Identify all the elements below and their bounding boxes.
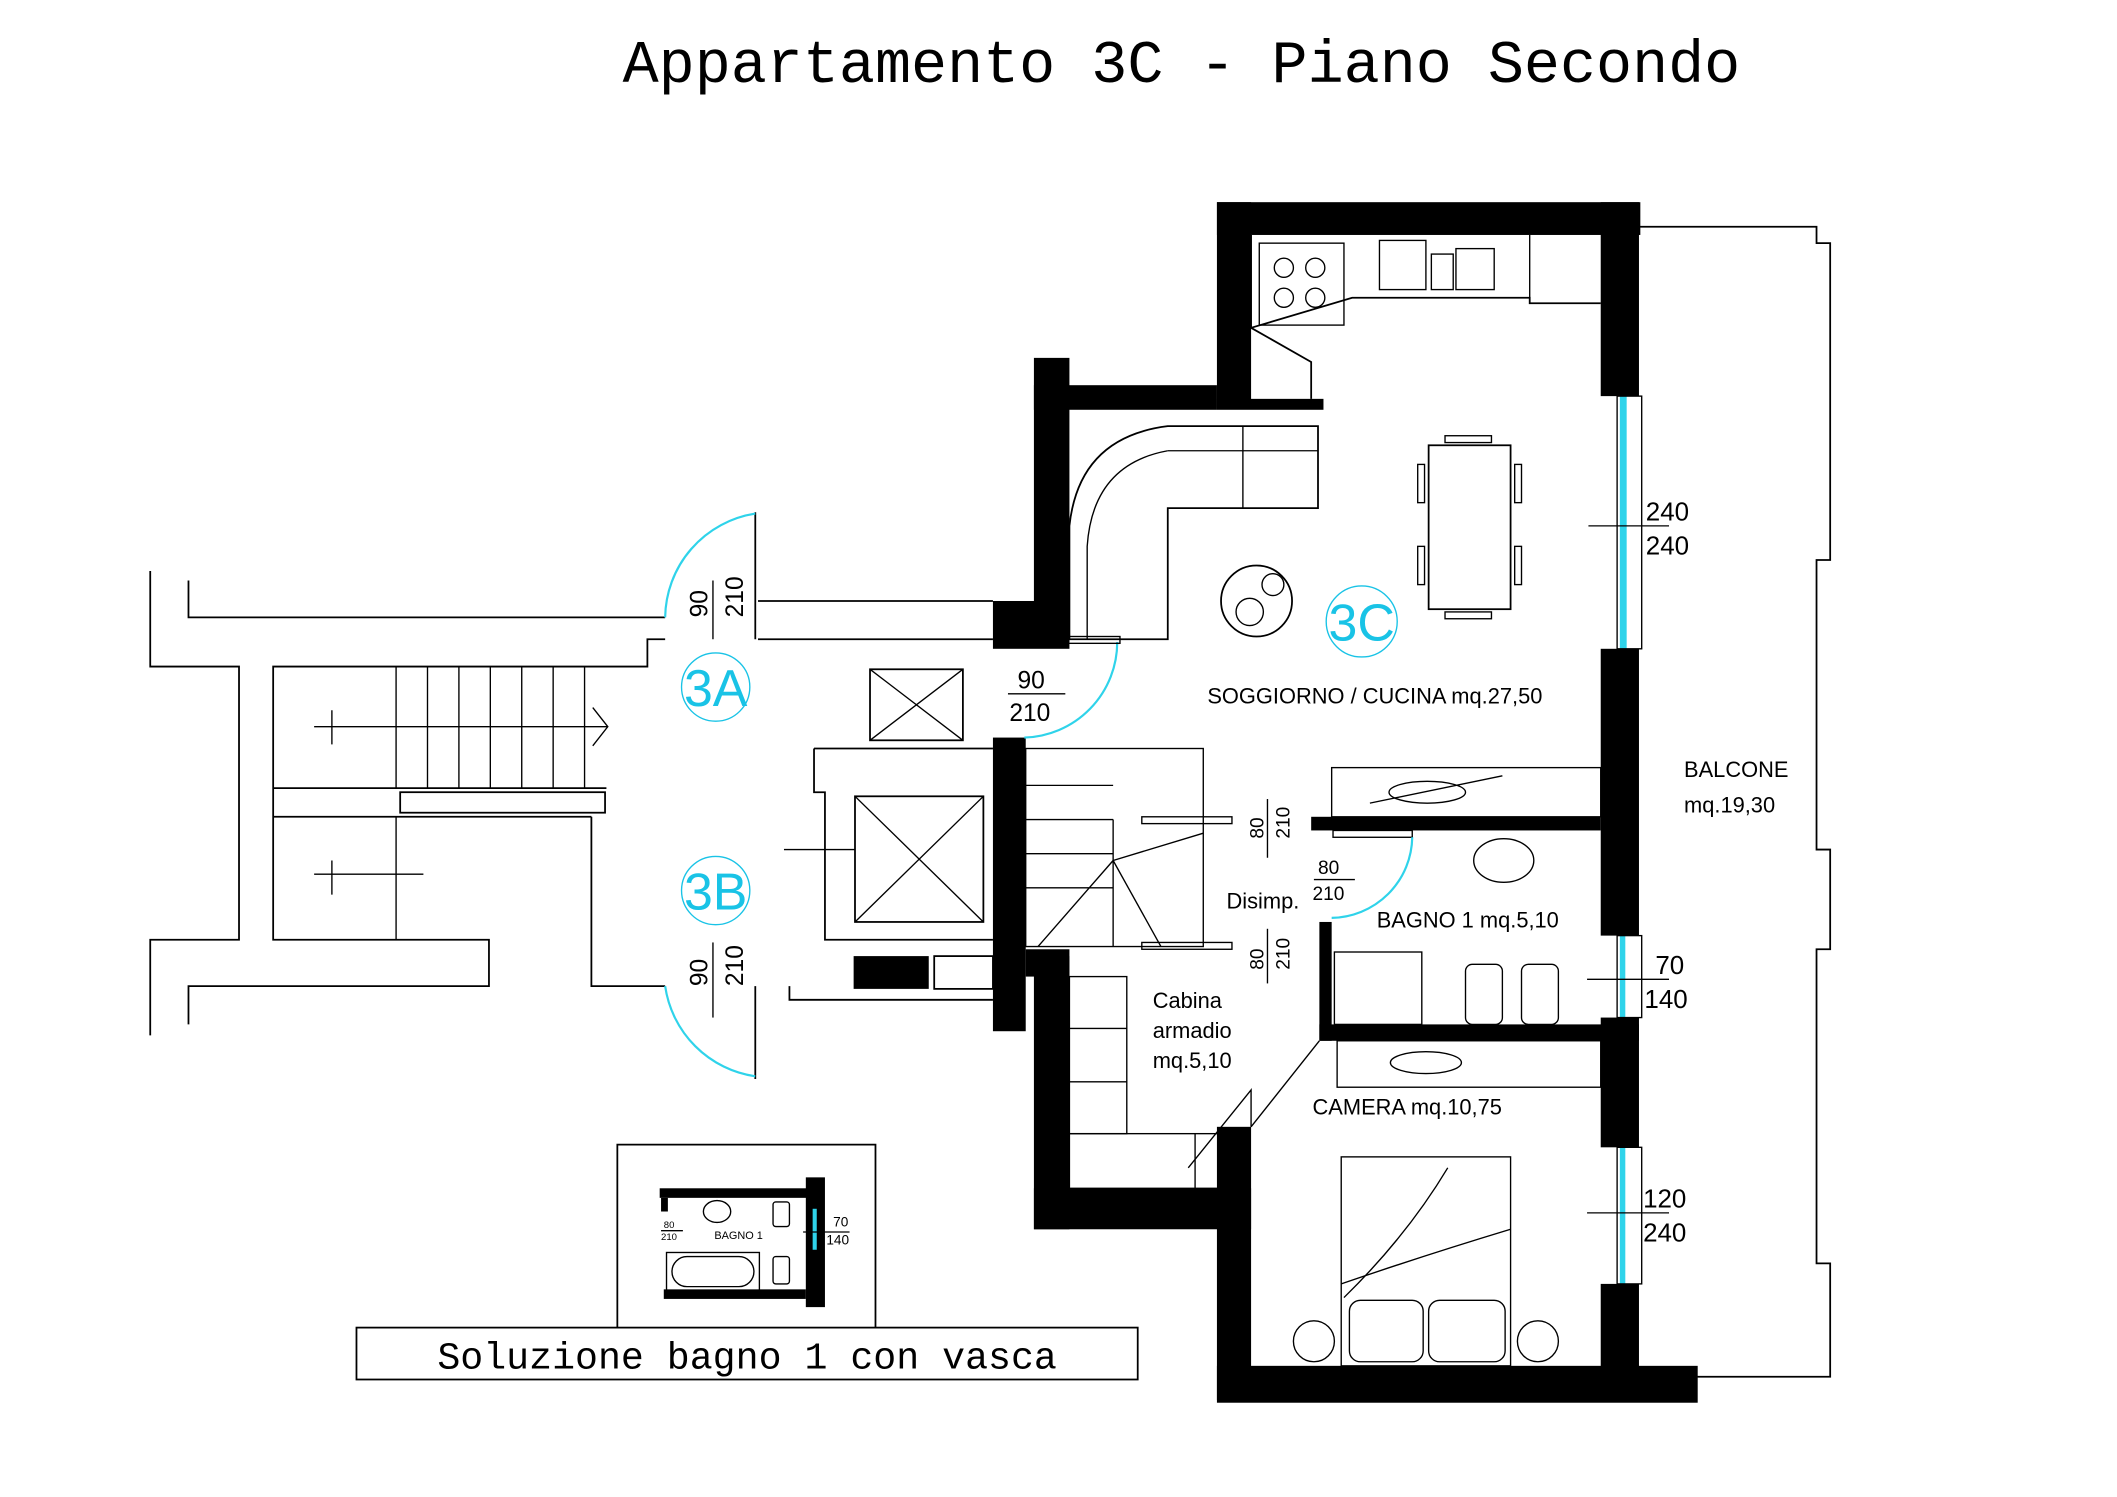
svg-text:240: 240 bbox=[1646, 533, 1689, 561]
svg-text:80: 80 bbox=[664, 1220, 675, 1231]
unit-3b-label: 3B bbox=[684, 863, 747, 921]
svg-text:210: 210 bbox=[1313, 884, 1345, 905]
room-area-cabina: mq.5,10 bbox=[1153, 1048, 1232, 1073]
svg-text:90: 90 bbox=[1018, 667, 1045, 694]
svg-text:70: 70 bbox=[1655, 952, 1684, 980]
room-label-balcone: BALCONE bbox=[1684, 757, 1788, 782]
sofa bbox=[1068, 425, 1319, 641]
kitchen-counter bbox=[1250, 234, 1601, 399]
svg-text:80: 80 bbox=[1247, 817, 1268, 838]
page-title: Appartamento 3C - Piano Secondo bbox=[623, 33, 1741, 101]
room-label-cabina: Cabina bbox=[1153, 988, 1223, 1013]
door-swings bbox=[664, 512, 1414, 1080]
svg-text:90: 90 bbox=[686, 959, 713, 986]
wardrobe bbox=[1068, 975, 1320, 1189]
svg-text:140: 140 bbox=[826, 1232, 849, 1247]
room-label-bagno: BAGNO 1 mq.5,10 bbox=[1377, 907, 1559, 932]
balcony-outline bbox=[1638, 225, 1832, 1378]
unit-3c-label: 3C bbox=[1329, 594, 1395, 652]
internal-stair bbox=[1025, 747, 1233, 950]
room-area-balcone: mq.19,30 bbox=[1684, 793, 1775, 818]
svg-text:90: 90 bbox=[686, 590, 713, 617]
stairwell bbox=[149, 570, 994, 1036]
svg-text:80: 80 bbox=[1247, 948, 1268, 969]
svg-text:210: 210 bbox=[1273, 938, 1294, 970]
svg-text:140: 140 bbox=[1644, 986, 1687, 1014]
walls bbox=[853, 202, 1698, 1403]
room-label-camera: CAMERA mq.10,75 bbox=[1313, 1095, 1502, 1120]
inset-bathroom-with-tub: BAGNO 1 80 210 70 140 bbox=[616, 1143, 877, 1328]
svg-text:210: 210 bbox=[1273, 807, 1294, 839]
svg-text:210: 210 bbox=[661, 1232, 677, 1243]
svg-text:210: 210 bbox=[1009, 700, 1050, 727]
room-label-soggiorno: SOGGIORNO / CUCINA mq.27,50 bbox=[1207, 683, 1542, 708]
room-label-disimp: Disimp. bbox=[1226, 888, 1299, 913]
unit-3a-label: 3A bbox=[684, 659, 748, 717]
svg-text:210: 210 bbox=[722, 576, 749, 617]
svg-text:240: 240 bbox=[1643, 1220, 1686, 1248]
svg-text:70: 70 bbox=[833, 1215, 849, 1230]
inset-room-label: BAGNO 1 bbox=[714, 1230, 762, 1242]
bed bbox=[1292, 1156, 1560, 1367]
unit-labels: 3A 3B 3C bbox=[680, 585, 1398, 926]
room-label-armadio: armadio bbox=[1153, 1018, 1232, 1043]
windows bbox=[1616, 395, 1643, 1285]
svg-text:80: 80 bbox=[1318, 858, 1339, 879]
dining-table bbox=[1417, 435, 1523, 620]
bathroom-fixtures bbox=[1330, 766, 1602, 1088]
svg-text:240: 240 bbox=[1646, 498, 1689, 526]
inset-caption: Soluzione bagno 1 con vasca bbox=[437, 1338, 1057, 1381]
svg-text:120: 120 bbox=[1643, 1185, 1686, 1213]
svg-text:210: 210 bbox=[722, 945, 749, 986]
